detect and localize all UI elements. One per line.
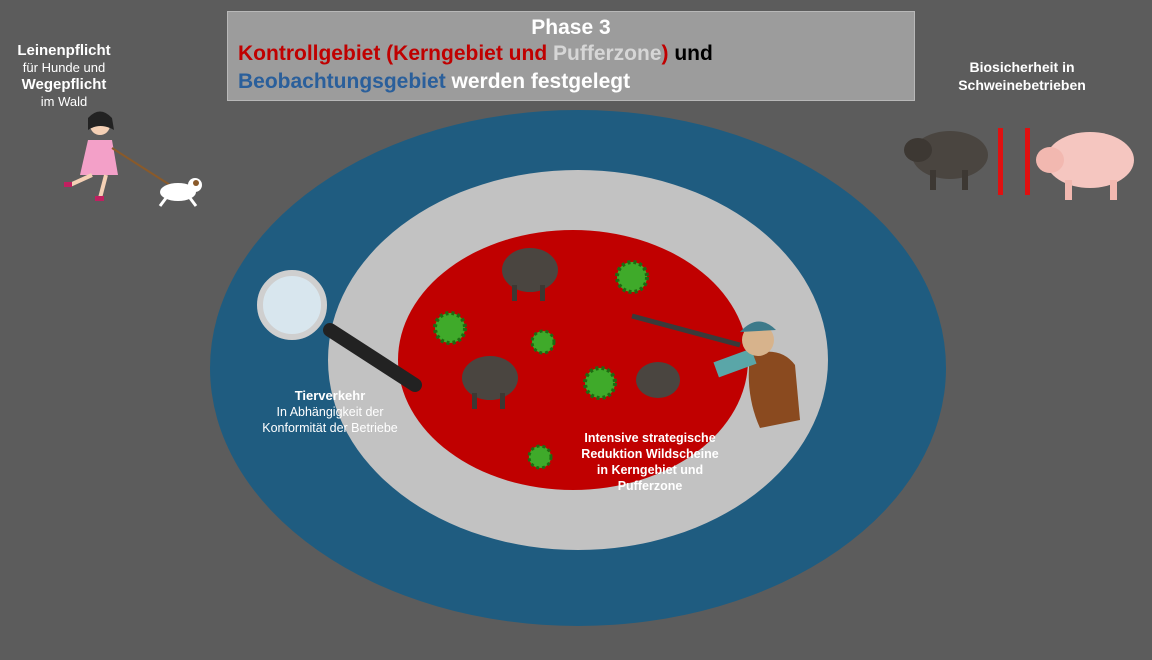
reduction-l1: Intensive strategische <box>584 431 716 445</box>
title-box: Phase 3 Kontrollgebiet (Kerngebiet und P… <box>227 11 915 101</box>
title-and: und <box>668 42 713 65</box>
hunter-icon <box>631 313 800 428</box>
reduction-label: Intensive strategische Reduktion Wildsch… <box>555 430 745 494</box>
biosecurity-note: Biosicherheit in Schweinebetrieben <box>932 58 1112 94</box>
domestic-pig-icon <box>1036 132 1134 200</box>
path-title: Wegepflicht <box>21 76 107 93</box>
animal-traffic-l2: Konformität der Betriebe <box>262 421 398 435</box>
wild-boar-icon <box>502 248 558 301</box>
leash-text: für Hunde und <box>22 60 106 75</box>
wild-boar-icon <box>462 356 518 409</box>
title-control-area: Kontrollgebiet (Kerngebiet und <box>238 42 553 65</box>
barrier-line-icon <box>998 128 1030 195</box>
animal-traffic-label: Tierverkehr In Abhängigkeit der Konformi… <box>240 388 420 436</box>
title-observation-area: Beobachtungsgebiet <box>238 70 446 93</box>
wild-boar-icon <box>904 131 988 190</box>
magnifier-icon <box>257 270 422 392</box>
title-buffer-zone: Pufferzone <box>553 42 662 65</box>
virus-icon <box>583 366 617 400</box>
core-zone <box>398 230 748 490</box>
virus-icon <box>527 444 553 470</box>
girl-walking-dog-icon <box>64 111 202 207</box>
reduction-l2: Reduktion Wildscheine <box>581 447 719 461</box>
animal-traffic-title: Tierverkehr <box>294 388 366 403</box>
reduction-l3: in Kerngebiet und <box>596 463 704 477</box>
animal-traffic-l1: In Abhängigkeit der <box>276 405 384 419</box>
reduction-l4: Pufferzone <box>617 479 683 493</box>
path-text: im Wald <box>40 94 88 109</box>
phase-title: Phase 3 <box>531 16 611 39</box>
leash-note: Leinenpflicht für Hunde und Wegepflicht … <box>4 42 124 110</box>
wild-boar-icon <box>636 362 680 398</box>
leash-title: Leinenpflicht <box>17 42 111 59</box>
virus-icon <box>615 260 649 294</box>
biosecurity-l1: Biosicherheit in <box>969 59 1075 75</box>
title-line-1: Kontrollgebiet (Kerngebiet und Pufferzon… <box>228 40 914 68</box>
title-line-2: Beobachtungsgebiet werden festgelegt <box>228 68 914 96</box>
title-defined: werden festgelegt <box>445 70 631 93</box>
virus-icon <box>530 329 556 355</box>
title-paren: ) <box>661 42 669 65</box>
virus-icon <box>433 311 467 345</box>
biosecurity-l2: Schweinebetrieben <box>958 77 1086 93</box>
